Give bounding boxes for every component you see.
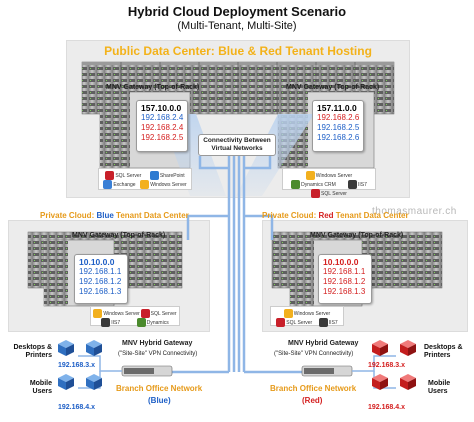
private-red-gateway-label: MNV Gateway (Top-of-Rack): [310, 232, 404, 239]
logo-exchange: Exchange: [103, 180, 136, 189]
private-blue-ip-card: 10.10.0.0 192.168.1.1 192.168.1.2 192.16…: [74, 254, 128, 304]
red-hybrid-gateway-label: MNV Hybrid Gateway: [288, 340, 359, 347]
logo-sql-server: SQL Server: [311, 189, 347, 198]
public-left-ip: 192.168.2.4: [141, 113, 184, 122]
red-mobile-subnet: 192.168.4.x: [368, 404, 405, 411]
red-vpn-label: ("Site-Site" VPN Connectivity): [274, 351, 354, 357]
blue-branch-network-label: Branch Office Network: [116, 384, 203, 393]
private-red-ip: 192.168.1.2: [323, 277, 366, 286]
private-red-network: 10.10.0.0: [323, 257, 359, 267]
diagram-title: Hybrid Cloud Deployment Scenario: [127, 4, 347, 19]
private-red-ip-card: 10.10.0.0 192.168.1.1 192.168.1.2 192.16…: [318, 254, 372, 304]
red-desktops-subnet: 192.168.3.x: [368, 362, 405, 369]
red-client-cubes: [372, 340, 416, 390]
watermark: thomasmaurer.ch: [372, 206, 457, 217]
logo-iis7: IIS7: [347, 180, 367, 189]
public-right-ip: 192.168.2.5: [317, 123, 360, 132]
public-right-ip: 192.168.2.6: [317, 113, 360, 122]
public-dc-title: Public Data Center: Blue & Red Tenant Ho…: [104, 44, 372, 58]
blue-vpn-label: ("Site-Site" VPN Connectivity): [118, 351, 198, 357]
connectivity-label: Connectivity Between Virtual Networks: [198, 134, 276, 156]
public-left-logos: SQL Server SharePoint Exchange Windows S…: [98, 168, 192, 190]
logo-dynamics-crm: Dynamics CRM: [291, 180, 336, 189]
private-blue-ip: 192.168.1.3: [79, 287, 122, 296]
private-blue-ip: 192.168.1.1: [79, 267, 122, 276]
public-right-logos: Windows Server Dynamics CRM IIS7 SQL Ser…: [282, 168, 376, 198]
blue-desktops-subnet: 192.168.3.x: [58, 362, 95, 369]
logo-sql-server: SQL Server: [276, 318, 312, 327]
private-blue-gateway-label: MNV Gateway (Top-of-Rack): [72, 232, 166, 239]
private-blue-network: 10.10.0.0: [79, 257, 115, 267]
blue-desktops-label: Desktops & Printers: [13, 344, 52, 359]
diagram-subtitle: (Multi-Tenant, Multi-Site): [177, 20, 297, 32]
logo-windows-server: Windows Server: [93, 309, 140, 318]
logo-iis7: IIS7: [318, 318, 338, 327]
private-red-logos: Windows Server SQL Server IIS7: [270, 306, 344, 327]
blue-branch-tenant-label: (Blue): [148, 396, 171, 405]
private-red-ip: 192.168.1.3: [323, 287, 366, 296]
public-left-network: 157.10.0.0: [141, 103, 182, 113]
red-mobile-label: Mobile Users: [428, 380, 451, 395]
logo-dynamics: Dynamics: [136, 318, 169, 327]
public-right-network: 157.11.0.0: [317, 103, 357, 113]
public-left-ip-card: 157.10.0.0 192.168.2.4 192.168.2.4 192.1…: [136, 100, 188, 152]
public-right-ip-card: 157.11.0.0 192.168.2.6 192.168.2.5 192.1…: [312, 100, 364, 152]
private-red-title: Private Cloud: Red Tenant Data Center: [262, 211, 409, 220]
logo-sql-server: SQL Server: [105, 171, 141, 180]
private-blue-title: Private Cloud: Blue Tenant Data Center: [40, 211, 189, 220]
central-connectors: [170, 150, 304, 374]
logo-sharepoint: SharePoint: [149, 171, 185, 180]
logo-iis7: IIS7: [101, 318, 120, 327]
private-red-ip: 192.168.1.1: [323, 267, 366, 276]
public-left-ip: 192.168.2.5: [141, 133, 184, 142]
logo-sql-server: SQL Server: [140, 309, 177, 318]
blue-mobile-subnet: 192.168.4.x: [58, 404, 95, 411]
red-desktops-label: Desktops & Printers: [424, 344, 463, 359]
public-right-ip: 192.168.2.6: [317, 133, 360, 142]
private-blue-ip: 192.168.1.2: [79, 277, 122, 286]
blue-hybrid-gateway-label: MNV Hybrid Gateway: [122, 340, 193, 347]
red-branch-network-label: Branch Office Network: [270, 384, 357, 393]
blue-client-cubes: [58, 340, 102, 390]
blue-mobile-label: Mobile Users: [29, 380, 52, 395]
logo-windows-server: Windows Server: [140, 180, 187, 189]
public-gateway-right-label: MNV Gateway (Top-of-Rack): [286, 84, 380, 91]
red-branch-tenant-label: (Red): [302, 396, 323, 405]
logo-windows-server: Windows Server: [305, 171, 352, 180]
public-gateway-left-label: MNV Gateway (Top-of-Rack): [106, 84, 200, 91]
logo-windows-server: Windows Server: [283, 309, 330, 318]
public-left-ip: 192.168.2.4: [141, 123, 184, 132]
private-blue-logos: Windows Server SQL Server IIS7 Dynamics: [90, 306, 180, 327]
